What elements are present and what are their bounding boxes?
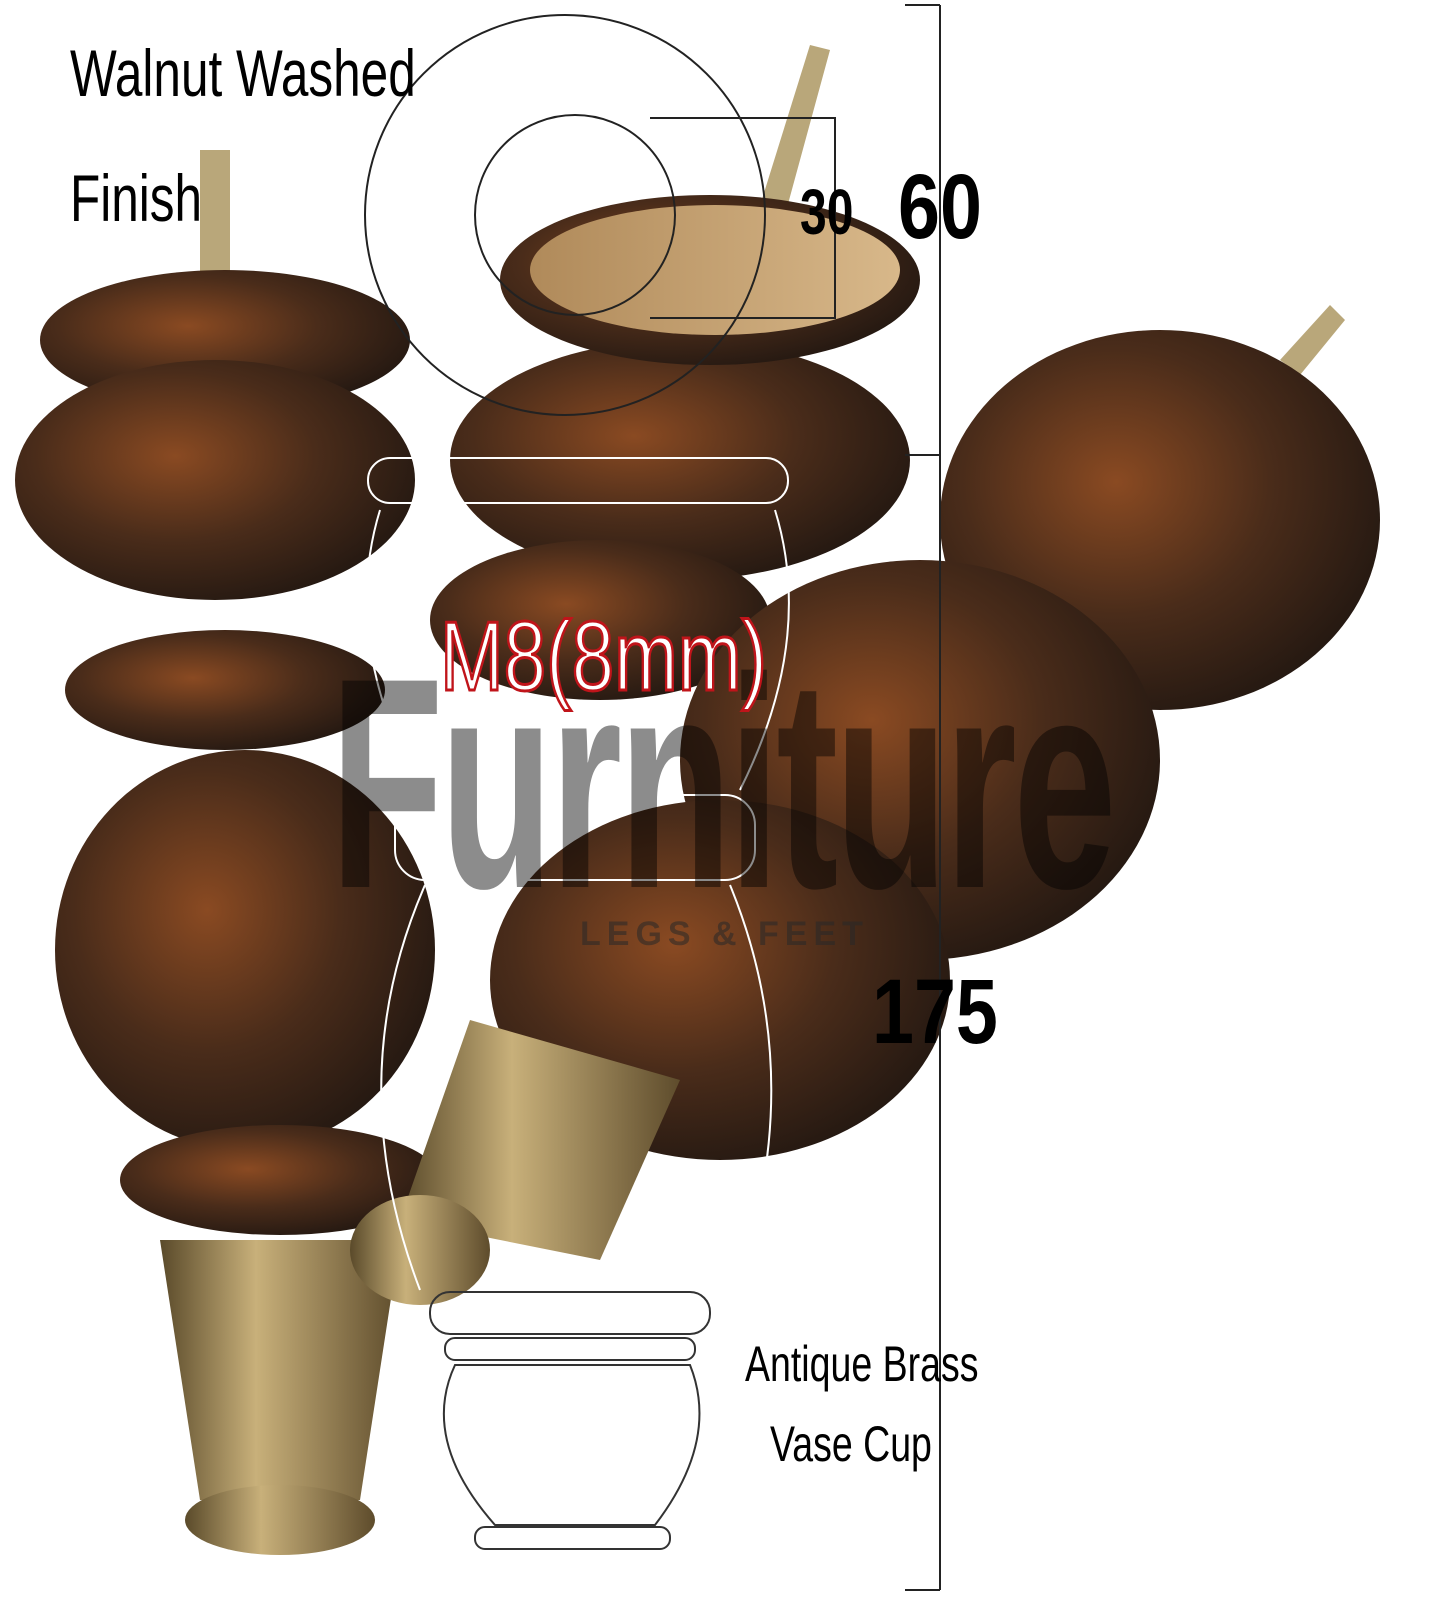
right-leg	[350, 305, 1380, 1305]
cup-label-line2: Vase Cup	[770, 1416, 932, 1472]
dimension-lines	[905, 4, 941, 1591]
watermark-subtext: LEGS & FEET	[580, 915, 869, 953]
finish-label-line2: Finish	[70, 161, 203, 235]
watermark-text: Furniture	[330, 615, 1117, 951]
thread-size-label: M8(8mm)	[439, 600, 768, 713]
cup-label-line1: Antique Brass	[745, 1336, 979, 1392]
inner-diameter-label: 30	[800, 176, 854, 248]
finish-label-line1: Walnut Washed	[70, 36, 416, 110]
outer-diameter-label: 60	[898, 156, 982, 258]
height-label: 175	[872, 961, 998, 1063]
left-leg	[15, 150, 440, 1555]
leg-outline-drawing	[364, 14, 836, 1550]
